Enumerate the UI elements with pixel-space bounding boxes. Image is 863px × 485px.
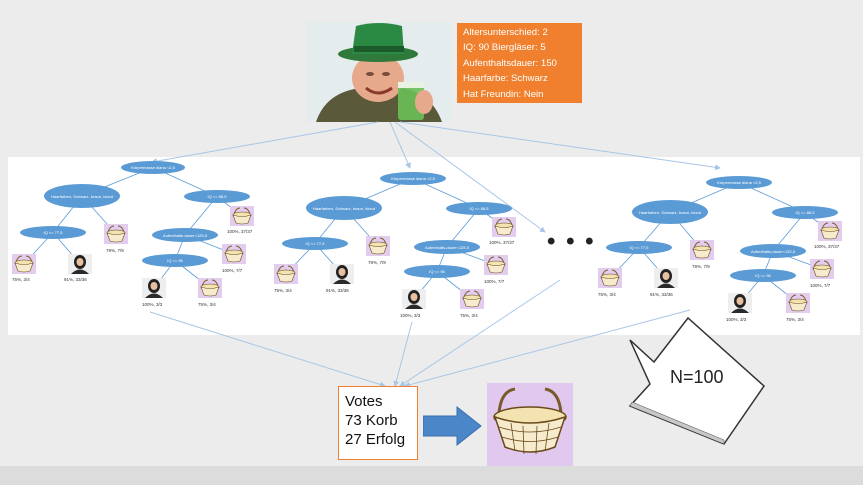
feature-line: Altersunterschied: 2 (463, 27, 548, 38)
tree-node: Haarfarben, Schwarz, braun, blond (306, 196, 382, 220)
basket-leaf-icon (230, 206, 254, 226)
basket-leaf-icon (104, 224, 128, 244)
tree-node: IQ <= 96 (142, 254, 208, 267)
person-photo (306, 22, 452, 122)
leaf-label: 100%, 37/37 (227, 229, 253, 234)
woman-leaf-icon (402, 289, 426, 309)
woman-leaf-icon (330, 264, 354, 284)
sample-size-note (628, 316, 765, 445)
tree-node: IQ <= 77,5 (20, 226, 86, 239)
leaf-label: 78%, 7/9 (368, 260, 386, 265)
sample-features-box: Altersunterschied: 2 IQ: 90 Biergläser: … (457, 23, 582, 103)
tree-node: IQ <= 96 (730, 269, 796, 282)
woman-leaf-icon (68, 254, 92, 274)
leaf-label: 100%, 3/3 (726, 317, 747, 322)
leaf-label: 78%, 7/9 (692, 264, 710, 269)
leaf-label: 100%, 3/3 (142, 302, 163, 307)
leaf-label: 91%, 33/36 (650, 292, 673, 297)
tree-node: IQ <= 88,5 (446, 202, 512, 215)
votes-box: Votes 73 Korb 27 Erfolg (338, 386, 418, 460)
more-trees-ellipsis: • • • (547, 228, 596, 255)
tree-node: Aufenthalts-dauer<125,5 (152, 228, 218, 242)
tree-node: Körpermasse diana <2,5 (380, 172, 446, 185)
leaf-label: 75%, 3/4 (786, 317, 804, 322)
tree-node: IQ <= 88,5 (184, 190, 250, 203)
leaf-label: 91%, 33/36 (326, 288, 349, 293)
woman-leaf-icon (142, 278, 166, 298)
tree-node: Aufenthalts-dauer<125,5 (740, 244, 806, 258)
leaf-label: 100%, 7/7 (222, 268, 243, 273)
leaf-label: 75%, 3/4 (460, 313, 478, 318)
bottom-band (0, 466, 863, 485)
tree-node: IQ <= 96 (404, 265, 470, 278)
woman-leaf-icon (654, 268, 678, 288)
basket-leaf-icon (460, 289, 484, 309)
basket-leaf-icon (484, 255, 508, 275)
feature-line: IQ: 90 Biergläser: 5 (463, 42, 546, 54)
feature-line: Haarfarbe: Schwarz (463, 73, 548, 85)
basket-leaf-icon (366, 236, 390, 256)
leaf-label: 100%, 37/37 (814, 244, 840, 249)
basket-leaf-icon (690, 240, 714, 260)
basket-leaf-icon (274, 264, 298, 284)
votes-korb: 73 Korb (345, 412, 398, 429)
leaf-label: 100%, 7/7 (810, 283, 831, 288)
feature-line: Aufenthaltsdauer: 150 (463, 57, 557, 69)
tree-node: IQ <= 77,5 (606, 241, 672, 254)
leaf-label: 75%, 3/4 (12, 277, 30, 282)
leaf-label: 78%, 7/9 (106, 248, 124, 253)
tree-node: Haarfarben, Schwarz, braun, blond (44, 184, 120, 208)
tree-node: IQ <= 77,5 (282, 237, 348, 250)
basket-leaf-icon (786, 293, 810, 313)
tree-node: Aufenthalts-dauer<125,5 (414, 240, 480, 254)
tree-node: Körpermasse diana <2,5 (706, 176, 772, 189)
basket-leaf-icon (818, 221, 842, 241)
basket-result (487, 383, 573, 466)
tree-node: Körpermasse diana <2,5 (121, 161, 185, 174)
woman-leaf-icon (728, 293, 752, 313)
basket-leaf-icon (198, 278, 222, 298)
feature-line: Hat Freundin: Nein (463, 88, 544, 100)
leaf-label: 91%, 33/36 (64, 277, 87, 282)
basket-leaf-icon (810, 259, 834, 279)
leaf-label: 75%, 3/4 (598, 292, 616, 297)
votes-title: Votes (345, 393, 383, 410)
basket-leaf-icon (598, 268, 622, 288)
leaf-label: 100%, 3/3 (400, 313, 421, 318)
leaf-label: 75%, 3/4 (274, 288, 292, 293)
votes-erfolg: 27 Erfolg (345, 431, 406, 448)
tree-node: IQ <= 88,5 (772, 206, 838, 219)
basket-leaf-icon (222, 244, 246, 264)
tree-node: Haarfarben, Schwarz, braun, blond (632, 200, 708, 224)
right-arrow-icon (423, 406, 482, 446)
leaf-label: 75%, 3/4 (198, 302, 216, 307)
basket-icon (493, 387, 567, 455)
leaf-label: 100%, 7/7 (484, 279, 505, 284)
basket-leaf-icon (492, 217, 516, 237)
leaf-label: 100%, 37/37 (489, 240, 515, 245)
basket-leaf-icon (12, 254, 36, 274)
sample-size-label: N=100 (670, 367, 724, 387)
